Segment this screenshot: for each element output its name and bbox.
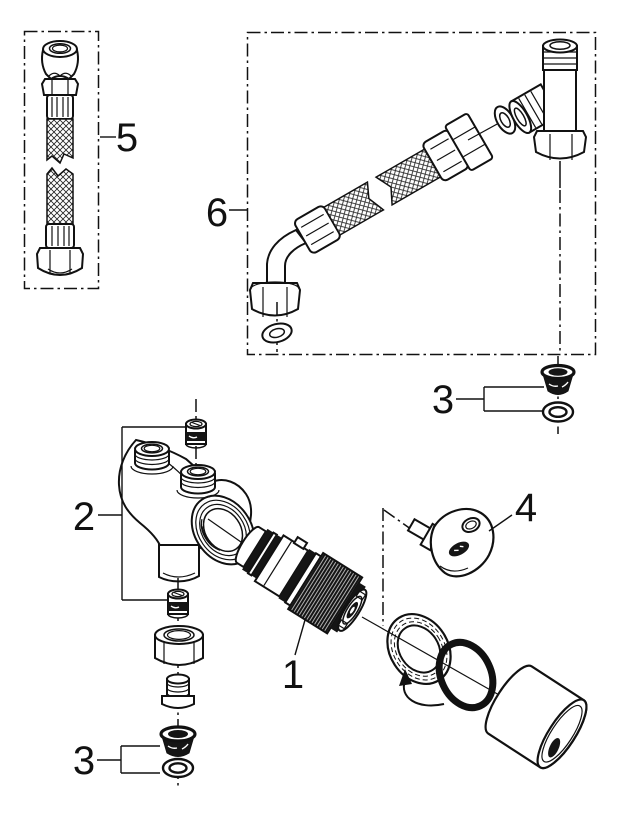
braided-hose [294, 113, 494, 254]
part-group-bottom-stack [154, 578, 204, 788]
callout-label-4: 4 [515, 486, 537, 530]
insertion-guide-diagonal [383, 509, 423, 538]
callout-label-3-bottom: 3 [73, 739, 95, 783]
check-valve-top [185, 418, 207, 449]
seal-washer [261, 322, 293, 344]
hose-elbow [266, 228, 308, 291]
cartridge [234, 525, 368, 635]
callout-part3-right: 3 [432, 378, 544, 422]
o-ring [435, 638, 497, 712]
callout-part2: 2 [73, 426, 186, 601]
callout-label-6: 6 [206, 191, 228, 235]
angle-fitting [508, 38, 588, 188]
threaded-port-rear [180, 464, 216, 495]
bracket-2 [98, 426, 186, 601]
part-group-valve-body [117, 399, 256, 583]
part-group-filter-right [540, 356, 576, 434]
seal-washer-bottom [161, 757, 195, 779]
seal-ring [541, 401, 575, 423]
cap [484, 664, 588, 770]
callout-label-1: 1 [282, 653, 304, 697]
callout-label-5: 5 [116, 116, 138, 160]
dashed-frame-6 [246, 31, 597, 356]
callout-label-3-right: 3 [432, 378, 454, 422]
axis-line-cap [361, 616, 509, 701]
callout-part6: 6 [206, 191, 247, 235]
rotation-arrow [402, 680, 445, 707]
valve-leg [158, 544, 200, 583]
mounting-ring [386, 613, 452, 707]
part-group-hose-5 [23, 30, 100, 290]
part-group-hose-6 [246, 31, 597, 356]
callout-label-2: 2 [73, 495, 95, 539]
rotation-arrow-head [399, 669, 412, 686]
check-valve-bottom [167, 588, 189, 619]
bracket-3-right [456, 386, 544, 412]
leader-line-1 [294, 619, 306, 656]
callout-part4: 4 [488, 486, 537, 532]
union-nut [154, 625, 204, 666]
callout-part1: 1 [282, 619, 306, 697]
leader-line-4 [488, 514, 513, 532]
callout-part5: 5 [100, 116, 138, 160]
threaded-adapter [161, 673, 195, 709]
socket-key [382, 508, 495, 626]
threaded-port-front [134, 441, 170, 471]
filter-insert-bottom [159, 725, 197, 757]
bracket-3-bottom [97, 745, 160, 774]
callout-part3-bottom: 3 [73, 739, 160, 783]
